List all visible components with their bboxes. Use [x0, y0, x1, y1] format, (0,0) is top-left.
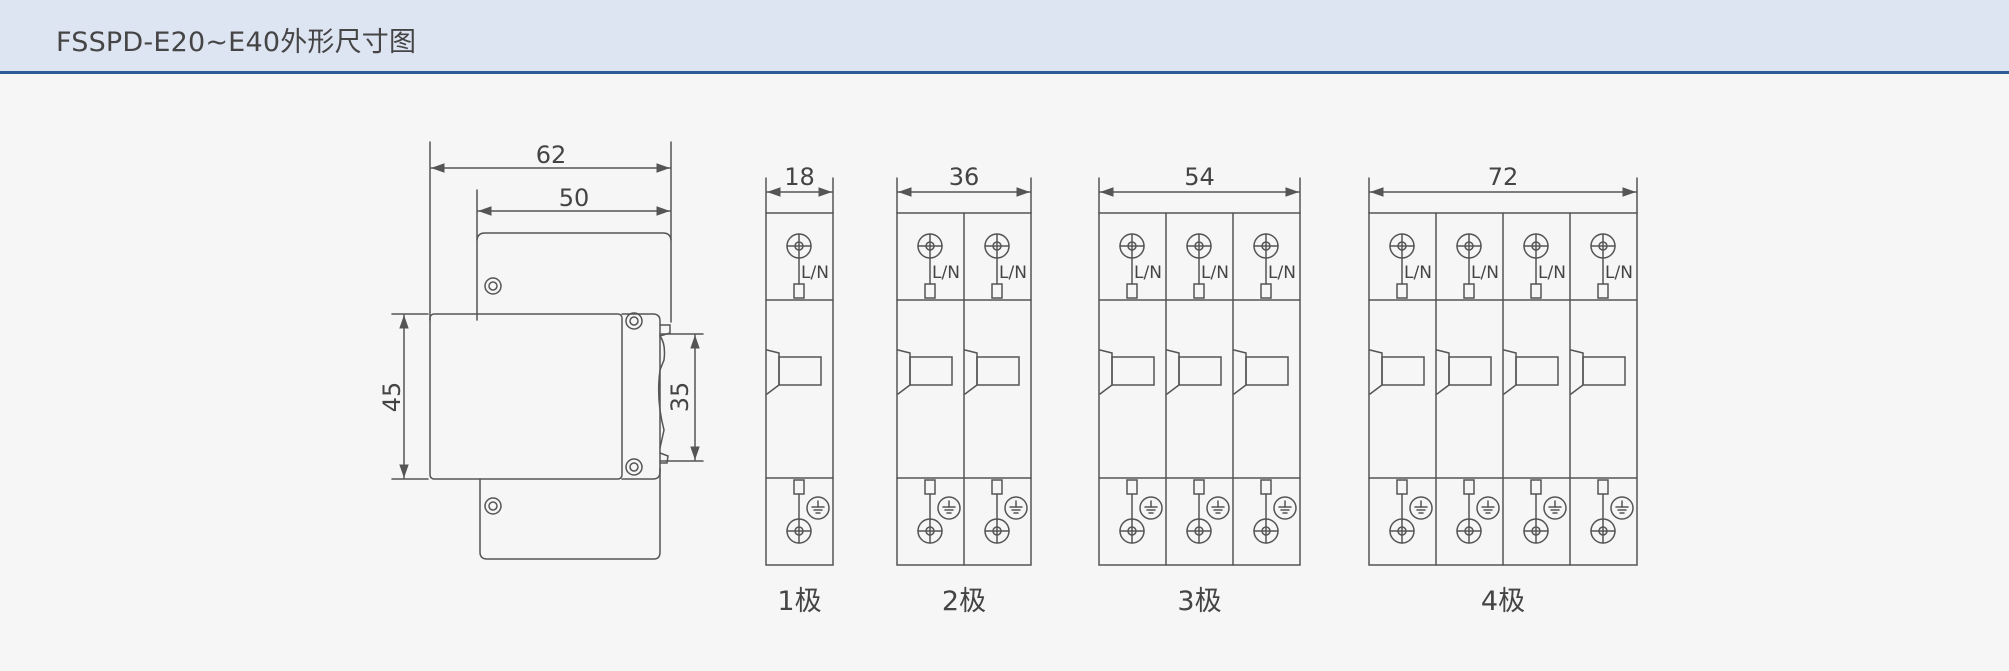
terminal-label: L/N	[932, 263, 960, 283]
terminal-screw-icon	[917, 233, 943, 259]
side-view: 62 50 45 35	[378, 141, 704, 560]
side-body-front	[429, 313, 623, 480]
terminal-label: L/N	[1404, 263, 1432, 283]
dimension-label-width: 72	[1488, 163, 1519, 191]
terminal-screw-icon	[1186, 518, 1212, 544]
ground-icon	[1543, 496, 1567, 520]
page-title: FSSPD-E20~E40外形尺寸图	[56, 27, 417, 58]
switch-handle	[1436, 349, 1450, 395]
dimension-label-width: 54	[1184, 163, 1215, 191]
terminal-screw-icon	[1119, 233, 1145, 259]
switch-handle	[897, 349, 911, 395]
pole-module: L/N	[1569, 212, 1634, 566]
terminal-screw-icon	[786, 518, 812, 544]
switch-handle	[964, 349, 978, 395]
ground-icon	[1206, 496, 1230, 520]
terminal-label: L/N	[999, 263, 1027, 283]
dimension-label-35: 35	[666, 382, 694, 413]
pole-module: L/N	[1502, 212, 1567, 566]
terminal-screw-icon	[1186, 233, 1212, 259]
front-view-outline	[1098, 212, 1301, 566]
pole-caption: 1极	[777, 586, 821, 617]
side-screw-top-right	[625, 312, 643, 330]
ground-icon	[1139, 496, 1163, 520]
terminal-screw-icon	[1119, 518, 1145, 544]
front-view-1-pole: 18L/N 1极	[765, 163, 834, 617]
pole-module: L/N	[1369, 233, 1433, 544]
pole-module: L/N	[766, 233, 830, 544]
ground-icon	[1476, 496, 1500, 520]
terminal-label: L/N	[801, 263, 829, 283]
dimension-label-50: 50	[559, 184, 590, 212]
switch-handle	[1369, 349, 1383, 395]
side-screw-bottom-left	[484, 497, 502, 515]
pole-module: L/N	[963, 212, 1028, 566]
switch-handle	[1099, 349, 1113, 395]
side-screw-top-left	[484, 277, 502, 295]
dimension-label-width: 36	[949, 163, 980, 191]
terminal-screw-icon	[786, 233, 812, 259]
ground-icon	[1004, 496, 1028, 520]
terminal-screw-icon	[984, 518, 1010, 544]
front-view-2-pole: 36L/N L/N 2极	[896, 163, 1032, 617]
terminal-screw-icon	[1253, 518, 1279, 544]
terminal-screw-icon	[1389, 233, 1415, 259]
terminal-screw-icon	[1590, 518, 1616, 544]
pole-module: L/N	[1165, 212, 1230, 566]
front-view-4-pole: 72L/N L/N L/N L/N 4极	[1368, 163, 1638, 617]
pole-caption: 2极	[942, 586, 986, 617]
side-screw-bottom-right	[625, 458, 643, 476]
terminal-screw-icon	[1456, 518, 1482, 544]
terminal-label: L/N	[1471, 263, 1499, 283]
terminal-label: L/N	[1201, 263, 1229, 283]
ground-icon	[1610, 496, 1634, 520]
terminal-screw-icon	[1523, 233, 1549, 259]
pole-caption: 4极	[1481, 586, 1525, 617]
switch-handle	[1503, 349, 1517, 395]
ground-icon	[1409, 496, 1433, 520]
dimension-label-45: 45	[378, 382, 406, 413]
terminal-label: L/N	[1605, 263, 1633, 283]
terminal-label: L/N	[1268, 263, 1296, 283]
terminal-screw-icon	[1456, 233, 1482, 259]
switch-handle	[1166, 349, 1180, 395]
terminal-screw-icon	[984, 233, 1010, 259]
ground-icon	[806, 496, 830, 520]
switch-handle	[766, 349, 780, 395]
pole-module: L/N	[1435, 212, 1500, 566]
switch-handle	[1233, 349, 1247, 395]
terminal-screw-icon	[1523, 518, 1549, 544]
front-views: 18L/N 1极 36L/N L/N 2极 54L/N L/N L/N 3极 72L/N L/N L/…	[765, 163, 1638, 617]
ground-icon	[937, 496, 961, 520]
terminal-screw-icon	[917, 518, 943, 544]
terminal-label: L/N	[1538, 263, 1566, 283]
switch-handle	[1570, 349, 1584, 395]
ground-icon	[1273, 496, 1297, 520]
terminal-screw-icon	[1389, 518, 1415, 544]
header-bar: FSSPD-E20~E40外形尺寸图	[0, 0, 2009, 74]
pole-caption: 3极	[1177, 586, 1221, 617]
terminal-screw-icon	[1590, 233, 1616, 259]
front-view-outline	[765, 212, 834, 566]
terminal-label: L/N	[1134, 263, 1162, 283]
front-view-3-pole: 54L/N L/N L/N 3极	[1098, 163, 1301, 617]
pole-module: L/N	[897, 233, 961, 544]
pole-module: L/N	[1232, 212, 1297, 566]
pole-module: L/N	[1099, 233, 1163, 544]
dimension-label-62: 62	[536, 141, 567, 169]
dimension-label-width: 18	[784, 163, 815, 191]
terminal-screw-icon	[1253, 233, 1279, 259]
